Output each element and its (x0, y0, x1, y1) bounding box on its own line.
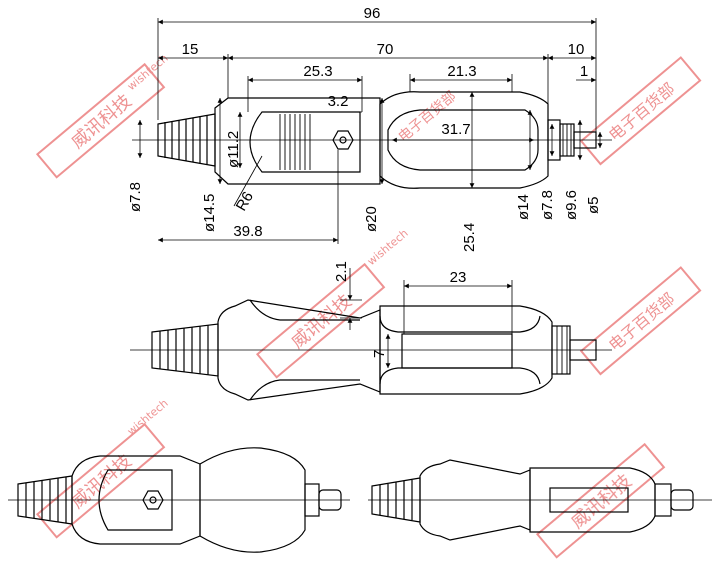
watermark-layer: 威讯科技 wishtech 电子百货部 电子百货部 威讯科技 wishtech … (35, 52, 702, 559)
dim-70: 70 (377, 41, 394, 58)
front-window (549, 487, 629, 513)
dim-9-6: ø9.6 (563, 190, 580, 220)
hex-nut-icon (142, 490, 164, 510)
dim-14-5: ø14.5 (201, 194, 218, 232)
watermark-stamp: wishtech (125, 397, 171, 438)
dim-25-3: 25.3 (303, 63, 332, 80)
rear-slot (249, 111, 361, 173)
dim-7-8-right: ø7.8 (539, 190, 556, 220)
rear-slot (98, 469, 173, 531)
dim-5: ø5 (585, 196, 602, 214)
front-body (199, 447, 306, 553)
front-grip (379, 315, 541, 385)
dim-10: 10 (568, 41, 585, 58)
watermark-stamp: 电子百货部 (579, 266, 702, 376)
dimensions-side (340, 268, 513, 368)
dim-31-7: 31.7 (441, 121, 470, 138)
front-body (379, 305, 553, 395)
dim-2-1: 2.1 (333, 261, 350, 282)
tip-pin (670, 489, 694, 511)
watermark-stamp: 威讯科技 (255, 262, 386, 379)
tip-pin (573, 131, 597, 149)
dim-r6: R6 (233, 189, 257, 214)
front-window (401, 333, 513, 369)
watermark-stamp: 威讯科技 (535, 442, 666, 559)
dimension-labels-side: 2.1 23 7 (333, 261, 466, 358)
slot-ribs (279, 114, 311, 170)
dim-15: 15 (182, 41, 199, 58)
tip-pin (569, 339, 597, 361)
watermark-stamp: 威讯科技 (35, 422, 166, 539)
dim-7: 7 (371, 350, 388, 358)
dim-20: ø20 (363, 206, 380, 232)
dim-3-2: 3.2 (328, 93, 349, 110)
dim-14: ø14 (515, 194, 532, 220)
bottom-left-view (8, 447, 350, 553)
top-view (132, 91, 612, 189)
dimension-labels-top: 96 15 70 10 1 25.3 21.3 3.2 31.7 39.8 R6… (127, 5, 602, 252)
dim-25-4: 25.4 (461, 223, 478, 252)
watermark-latin: wishtech (125, 397, 171, 438)
side-view (130, 299, 612, 401)
dim-39-8: 39.8 (233, 223, 262, 240)
bottom-right-view (368, 459, 712, 541)
rear-grip (249, 299, 360, 401)
front-grip (387, 109, 539, 171)
watermark-stamp: 电子百货部 (579, 56, 702, 166)
dim-7-8-left: ø7.8 (127, 182, 144, 212)
hex-nut-icon (332, 130, 354, 150)
tip-pin (318, 489, 342, 511)
dim-21-3: 21.3 (447, 63, 476, 80)
dimensions-top (137, 18, 603, 244)
dim-96: 96 (364, 5, 381, 22)
dim-1: 1 (580, 63, 588, 80)
dim-11-2: ø11.2 (225, 131, 242, 168)
dim-23: 23 (450, 269, 467, 286)
